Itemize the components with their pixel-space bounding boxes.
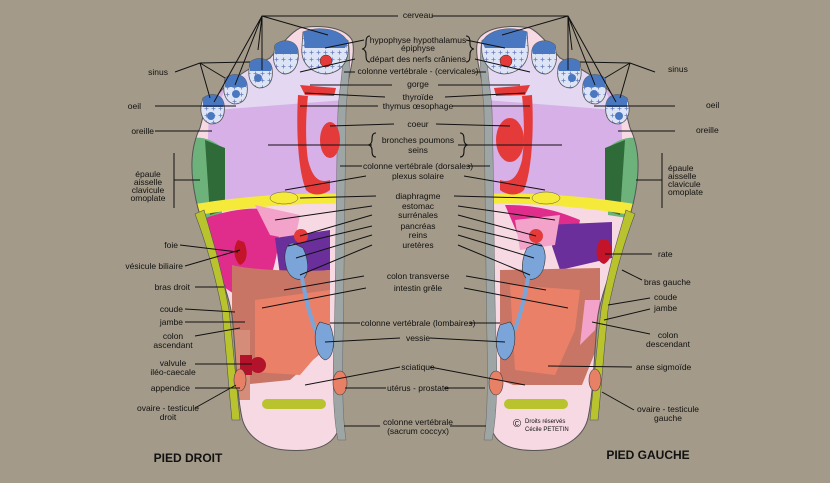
label-aisselle-left: aisselle [668, 171, 697, 181]
label-sciatique: sciatique [401, 362, 435, 372]
label-oeil-right: oeil [128, 101, 141, 111]
label-clavicule-right: clavicule [132, 185, 165, 195]
label-sacrum-2: (sacrum coccyx) [387, 426, 449, 436]
label-colon-right-1: colon [163, 331, 184, 341]
leader-lines [155, 15, 675, 427]
label-sinus-right: sinus [148, 67, 168, 77]
copyright-line-2: Cécile PETETIN [525, 427, 569, 433]
label-cervicales: colonne vertébrale - (cervicales) [358, 66, 479, 76]
label-uterus: utérus - prostate [387, 383, 449, 393]
label-estomac: estomac [402, 201, 435, 211]
label-valvule-2: iléo-caecale [150, 367, 196, 377]
label-bras-droit: bras droit [155, 282, 191, 292]
right-foot-labels: sinus oeil oreille épaule aisselle clavi… [125, 67, 199, 422]
label-ovaire-left-1: ovaire - testicule [637, 404, 699, 414]
label-rate: rate [658, 249, 673, 259]
copyright: © Droits réservés Cécile PETETIN [513, 418, 569, 433]
label-coude-right: coude [160, 304, 183, 314]
label-epiphyse: épiphyse [401, 43, 435, 53]
label-colon-left-1: colon [658, 330, 679, 340]
label-clavicule-left: clavicule [668, 179, 701, 189]
label-ovaire-right-2: droit [160, 412, 177, 422]
label-bronches: bronches poumons [382, 135, 454, 145]
label-lombaires: colonne vertébrale (lombaires) [361, 318, 476, 328]
copyright-symbol: © [513, 418, 521, 430]
label-jambe-left: jambe [653, 303, 677, 313]
label-colon-left-2: descendant [646, 339, 691, 349]
label-aisselle-right: aisselle [134, 177, 163, 187]
label-surrenales: surrénales [398, 210, 438, 220]
label-cerveau: cerveau [403, 10, 434, 20]
label-epaule-right: épaule [135, 169, 161, 179]
label-omoplate-left: omoplate [668, 187, 703, 197]
label-thymus: thymus œsophage [383, 101, 454, 111]
label-bras-gauche: bras gauche [644, 277, 691, 287]
copyright-line-1: Droits réservés [525, 419, 565, 425]
label-coude-left: coude [654, 292, 677, 302]
title-pied-droit: PIED DROIT [154, 451, 223, 465]
label-coeur: coeur [407, 119, 428, 129]
label-appendice: appendice [151, 383, 191, 393]
title-pied-gauche: PIED GAUCHE [606, 448, 689, 462]
label-ovaire-left-2: gauche [654, 413, 682, 423]
label-plexus: plexus solaire [392, 171, 444, 181]
left-foot-labels: sinus oeil oreille épaule aisselle clavi… [636, 64, 719, 423]
label-seins: seins [408, 145, 428, 155]
label-hypophyse: hypophyse hypothalamus [370, 35, 466, 45]
label-oreille-left: oreille [696, 125, 719, 135]
label-ovaire-right-1: ovaire - testicule [137, 403, 199, 413]
label-oreille-right: oreille [131, 126, 154, 136]
label-vesicule: vésicule biliaire [125, 261, 183, 271]
left-foot [476, 26, 639, 451]
label-nerfs: départ des nerfs crâniens [370, 54, 466, 64]
label-foie: foie [164, 240, 178, 250]
label-oeil-left: oeil [706, 100, 719, 110]
label-intestin: intestin grêle [394, 283, 442, 293]
label-anse: anse sigmoïde [636, 362, 692, 372]
label-epaule-left: épaule [668, 163, 694, 173]
label-sinus-left: sinus [668, 64, 688, 74]
center-labels: cerveau hypophyse hypothalamus épiphyse … [358, 10, 479, 436]
label-jambe-right: jambe [159, 317, 183, 327]
label-omoplate-right: omoplate [131, 193, 166, 203]
label-dorsales: colonne vertébrale (dorsales) [363, 161, 473, 171]
label-diaphragme: diaphragme [396, 191, 441, 201]
label-colon-transverse: colon transverse [387, 271, 450, 281]
label-ureteres: uretères [402, 240, 433, 250]
label-sacrum-1: colonne vertébrale [383, 417, 453, 427]
label-valvule-1: valvule [160, 358, 187, 368]
braces [361, 35, 475, 158]
label-reins: reins [409, 230, 427, 240]
label-thyroide: thyroïde [403, 92, 434, 102]
label-vessie: vessie [406, 333, 430, 343]
label-pancreas: pancréas [401, 221, 436, 231]
label-colon-right-2: ascendant [153, 340, 193, 350]
label-gorge: gorge [407, 79, 429, 89]
